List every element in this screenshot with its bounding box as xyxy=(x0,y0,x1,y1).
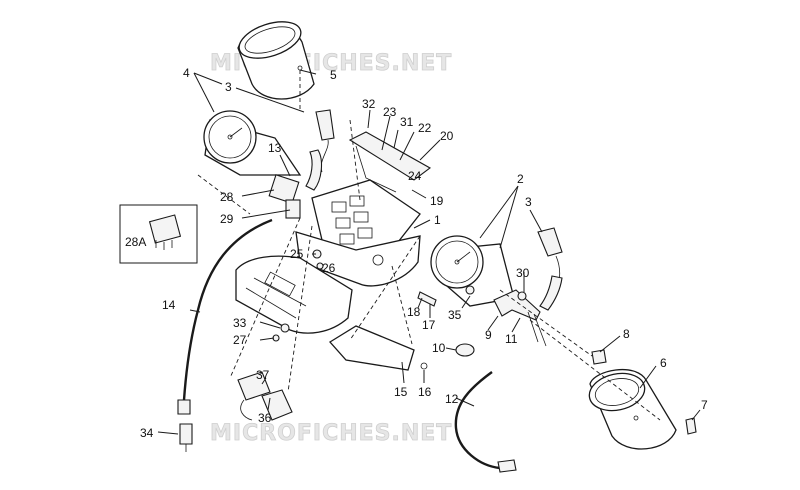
callout-28a: 28A xyxy=(125,235,146,249)
callout-36: 36 xyxy=(258,411,272,425)
callout-27: 27 xyxy=(233,333,247,347)
part-36-37-switch xyxy=(237,371,293,421)
callout-12: 12 xyxy=(445,392,459,406)
callout-13: 13 xyxy=(268,141,282,155)
callout-10: 10 xyxy=(432,341,446,355)
callout-33: 33 xyxy=(233,316,247,330)
watermark-bottom: MICROFICHES.NET xyxy=(210,421,452,446)
part-15-bracket-plate xyxy=(328,325,415,371)
part-20-bracket xyxy=(348,131,432,193)
part-35-nut xyxy=(465,285,475,295)
callout-31: 31 xyxy=(400,115,414,129)
callout-17: 17 xyxy=(422,318,436,332)
part-26-washer xyxy=(316,262,324,270)
callout-15: 15 xyxy=(394,385,408,399)
leader-lines xyxy=(157,69,701,435)
part-cable-right xyxy=(539,275,563,311)
part-6-instrument-cover-bottom xyxy=(588,369,677,450)
callout-3-right: 3 xyxy=(525,195,532,209)
callout-3-left: 3 xyxy=(225,80,232,94)
part-7-screw xyxy=(685,417,697,435)
callout-6: 6 xyxy=(660,356,667,370)
callout-1: 1 xyxy=(434,213,441,227)
callout-18: 18 xyxy=(407,305,421,319)
part-5-instrument-cover-top xyxy=(237,21,315,100)
callout-34: 34 xyxy=(140,426,154,440)
callout-7: 7 xyxy=(701,398,708,412)
part-14-rev-counter-cable xyxy=(182,218,273,401)
callout-25: 25 xyxy=(290,247,304,261)
callout-20: 20 xyxy=(440,129,454,143)
part-10-grommet xyxy=(455,343,475,357)
part-13-cable-left xyxy=(305,149,323,191)
callout-30: 30 xyxy=(516,266,530,280)
callout-16: 16 xyxy=(418,385,432,399)
callout-24: 24 xyxy=(408,169,422,183)
callout-22: 22 xyxy=(418,121,432,135)
part-12-speedometer-cable xyxy=(454,371,501,470)
callout-2: 2 xyxy=(517,172,524,186)
callout-19: 19 xyxy=(430,194,444,208)
part-19-warning-light-panel xyxy=(311,179,421,261)
part-4-rev-counter xyxy=(203,110,302,176)
callout-5: 5 xyxy=(330,68,337,82)
callout-8: 8 xyxy=(623,327,630,341)
part-8-bulb xyxy=(591,349,607,365)
callout-26: 26 xyxy=(322,261,336,275)
callout-4: 4 xyxy=(183,66,190,80)
callout-37: 37 xyxy=(256,368,270,382)
callout-11: 11 xyxy=(505,332,518,346)
part-33-screw xyxy=(280,323,290,333)
callout-29: 29 xyxy=(220,212,234,226)
part-1-headlight-shell xyxy=(295,231,421,287)
part-9-11-30-bracket xyxy=(493,289,547,347)
callout-23: 23 xyxy=(383,105,397,119)
part-28-29-connector xyxy=(268,174,301,219)
callout-9: 9 xyxy=(485,328,492,342)
part-34-cable-fitting xyxy=(179,423,193,445)
part-17-18-bolt xyxy=(417,291,437,307)
callout-labels: 4 3 5 32 23 31 22 20 13 24 19 1 28 29 28… xyxy=(125,66,708,440)
part-cover-lower xyxy=(235,255,353,334)
callout-28: 28 xyxy=(220,190,234,204)
part-2-speedometer xyxy=(430,235,515,307)
callout-32: 32 xyxy=(362,97,376,111)
part-28a-inset-box xyxy=(119,204,198,264)
callout-14: 14 xyxy=(162,298,176,312)
callout-35: 35 xyxy=(448,308,462,322)
